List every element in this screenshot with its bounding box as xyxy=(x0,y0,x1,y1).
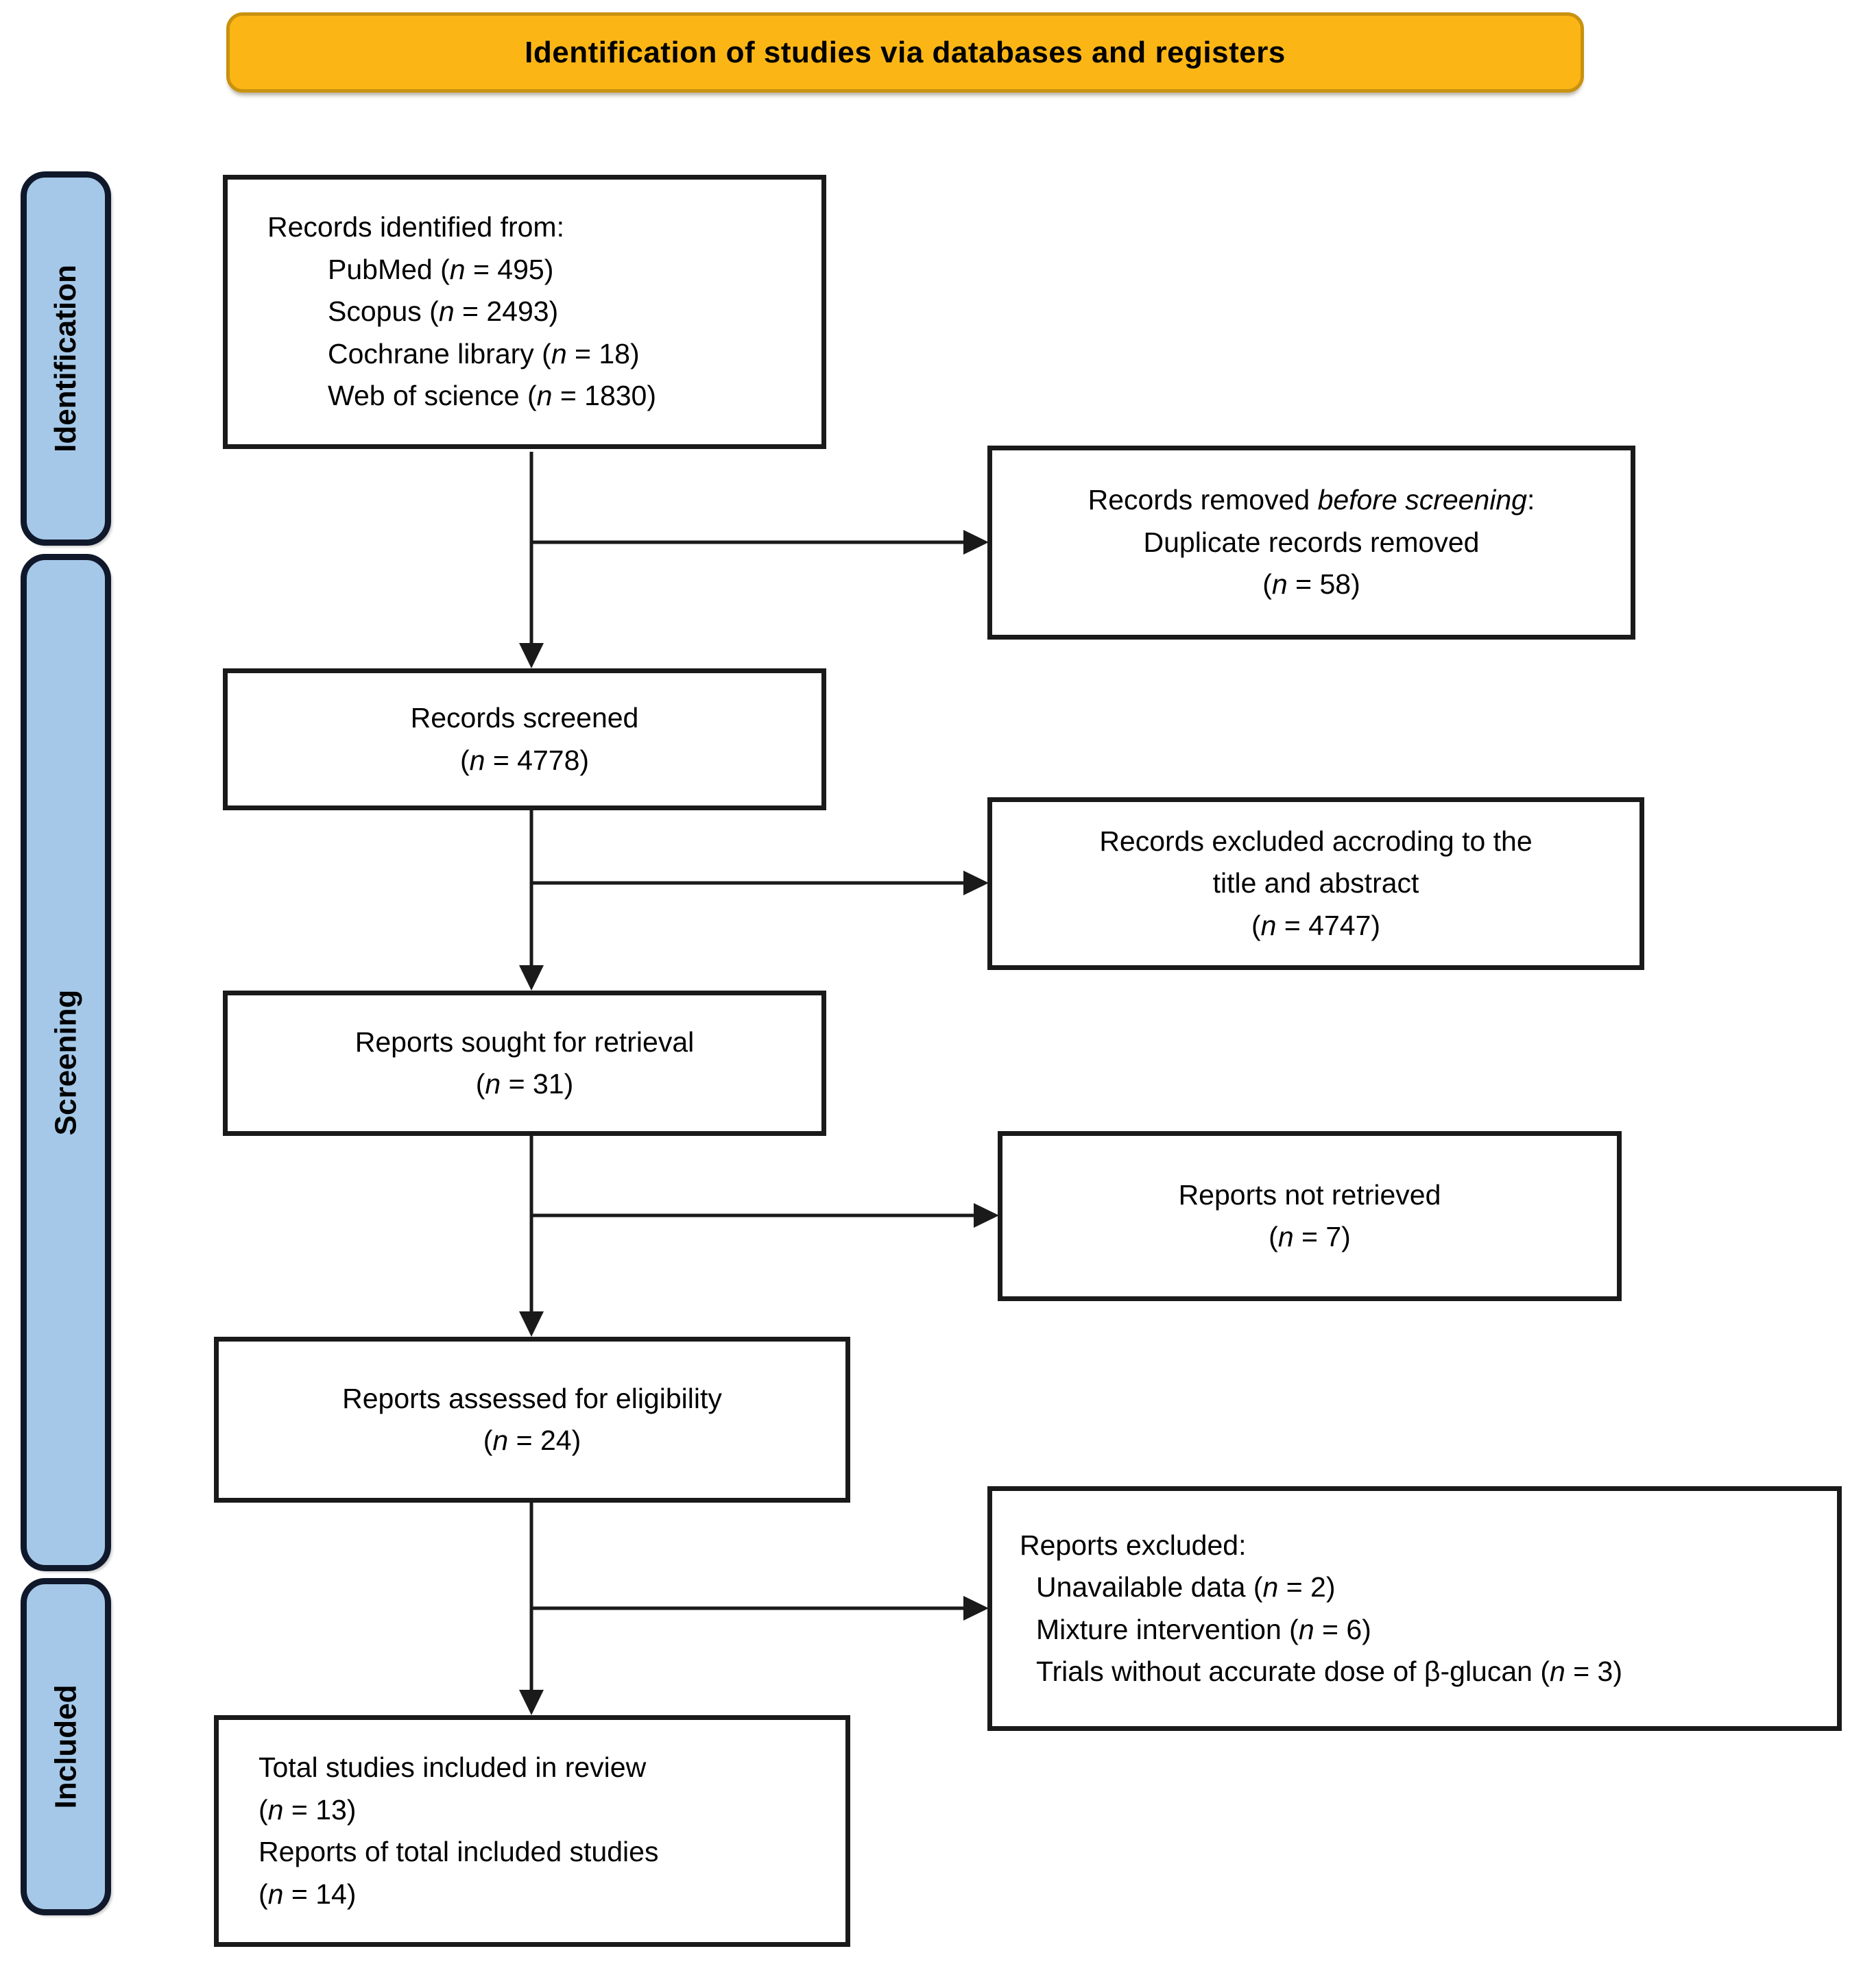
box-studies-included: Total studies included in review (n = 13… xyxy=(214,1715,850,1947)
box-records-removed: Records removed before screening: Duplic… xyxy=(987,446,1635,640)
arrow-identified-to-screened xyxy=(519,452,544,668)
box-reports-sought: Reports sought for retrieval (n = 31) xyxy=(223,991,826,1136)
studies-included-text: Total studies included in review xyxy=(259,1751,647,1783)
arrowhead-down-icon xyxy=(519,1690,544,1715)
records-removed-heading: Records removed before screening: xyxy=(1088,484,1535,516)
records-identified-heading: Records identified from: xyxy=(267,211,564,243)
stage-identification: Identification xyxy=(21,171,111,546)
arrow-assessed-to-excluded xyxy=(531,1596,989,1621)
arrowhead-down-icon xyxy=(519,1311,544,1337)
records-removed-count: (n = 58) xyxy=(1262,568,1360,601)
banner-title: Identification of studies via databases … xyxy=(525,35,1286,69)
reports-sought-count: (n = 31) xyxy=(475,1068,574,1100)
reports-assessed-text: Reports assessed for eligibility xyxy=(342,1382,722,1414)
records-excluded-count: (n = 4747) xyxy=(1251,909,1381,941)
stage-included-label: Included xyxy=(49,1684,82,1809)
records-identified-item-web-of-science: Web of science (n = 1830) xyxy=(328,380,657,412)
arrow-assessed-to-included xyxy=(519,1503,544,1715)
reports-not-retrieved-count: (n = 7) xyxy=(1269,1221,1351,1252)
reports-excluded-item-mixture: Mixture intervention (n = 6) xyxy=(1036,1613,1371,1645)
arrow-sought-to-assessed xyxy=(519,1136,544,1337)
records-excluded-text-2: title and abstract xyxy=(1212,867,1419,899)
reports-sought-text: Reports sought for retrieval xyxy=(355,1026,695,1058)
box-records-excluded: Records excluded accroding to the title … xyxy=(987,797,1644,970)
records-removed-duplicates: Duplicate records removed xyxy=(1143,526,1480,558)
box-reports-assessed: Reports assessed for eligibility (n = 24… xyxy=(214,1337,850,1503)
arrowhead-right-icon xyxy=(963,871,989,895)
box-records-screened: Records screened (n = 4778) xyxy=(223,668,826,810)
reports-excluded-heading: Reports excluded: xyxy=(1020,1529,1247,1561)
reports-included-count: (n = 14) xyxy=(259,1878,357,1910)
arrowhead-down-icon xyxy=(519,643,544,668)
banner: Identification of studies via databases … xyxy=(226,12,1584,93)
records-screened-count: (n = 4778) xyxy=(459,744,590,776)
records-identified-item-cochrane: Cochrane library (n = 18) xyxy=(328,337,640,369)
arrow-screened-to-sought xyxy=(519,810,544,991)
stage-screening-label: Screening xyxy=(49,989,82,1136)
arrowhead-right-icon xyxy=(963,530,989,555)
reports-excluded-item-unavailable: Unavailable data (n = 2) xyxy=(1036,1571,1336,1603)
arrowhead-right-icon xyxy=(974,1203,999,1228)
box-reports-excluded: Reports excluded: Unavailable data (n = … xyxy=(987,1486,1842,1731)
stage-screening: Screening xyxy=(21,554,111,1571)
reports-not-retrieved-text: Reports not retrieved xyxy=(1178,1178,1441,1211)
reports-included-text: Reports of total included studies xyxy=(259,1836,659,1867)
reports-excluded-item-dose: Trials without accurate dose of β-glucan… xyxy=(1036,1656,1623,1687)
arrow-screened-to-excluded xyxy=(531,871,989,895)
records-identified-item-pubmed: PubMed (n = 495) xyxy=(328,253,554,285)
stage-included: Included xyxy=(21,1578,111,1915)
box-records-identified: Records identified from: PubMed (n = 495… xyxy=(223,175,826,449)
reports-assessed-count: (n = 24) xyxy=(483,1425,581,1456)
records-identified-item-scopus: Scopus (n = 2493) xyxy=(328,295,559,328)
records-screened-text: Records screened xyxy=(410,702,639,734)
arrow-sought-to-not-retrieved xyxy=(531,1203,999,1228)
arrowhead-right-icon xyxy=(963,1596,989,1621)
records-excluded-text-1: Records excluded accroding to the xyxy=(1099,825,1533,857)
studies-included-count: (n = 13) xyxy=(259,1793,357,1826)
stage-identification-label: Identification xyxy=(49,265,82,452)
arrowhead-down-icon xyxy=(519,965,544,991)
box-reports-not-retrieved: Reports not retrieved (n = 7) xyxy=(998,1131,1622,1301)
arrow-identified-to-removed xyxy=(531,530,989,555)
